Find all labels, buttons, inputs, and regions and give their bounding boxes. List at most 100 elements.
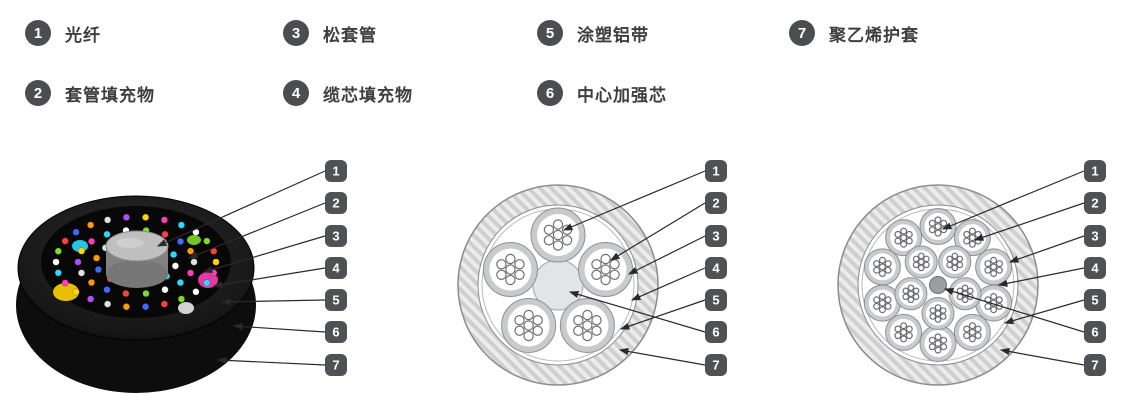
- optical-fiber: [968, 328, 976, 336]
- fiber-dot: [54, 247, 62, 255]
- central-strength-member: [929, 276, 947, 294]
- fiber-dot: [61, 237, 69, 245]
- optical-fiber: [900, 322, 908, 330]
- optical-fiber: [878, 263, 886, 271]
- fiber-dot: [74, 258, 82, 266]
- cross-section-5: [457, 184, 659, 386]
- fiber-dot: [87, 295, 95, 303]
- callout-line-7: [618, 347, 706, 366]
- optical-fiber: [928, 336, 936, 344]
- callout-line-7: [216, 356, 326, 366]
- callout-badge-4: [705, 257, 727, 279]
- optical-fiber: [907, 290, 915, 298]
- legend-item-5: 5 涂塑铝带: [537, 20, 789, 46]
- optical-fiber: [934, 222, 942, 230]
- optical-fiber: [907, 296, 915, 304]
- optical-fiber: [873, 266, 881, 274]
- optical-fiber: [561, 224, 573, 236]
- legend-item-3: 3 松套管: [283, 20, 537, 46]
- callout-line-2: [187, 202, 326, 259]
- callout-badge-7: [1084, 354, 1106, 376]
- callout-line-2: [609, 202, 706, 261]
- fiber-dot: [190, 258, 198, 266]
- callout-badge-3: [325, 225, 347, 247]
- legend-item-2: 2 套管填充物: [25, 80, 283, 106]
- optical-fiber: [523, 330, 534, 342]
- callout-line-6: [568, 290, 706, 333]
- optical-fiber: [873, 302, 881, 310]
- fiber-dot: [104, 216, 112, 224]
- callout-badge-6: [705, 321, 727, 343]
- callout-badge-7: [705, 354, 727, 376]
- callout-line-3: [1008, 235, 1085, 263]
- legend-number-badge-6: 6: [537, 80, 563, 106]
- fiber-dot: [103, 230, 111, 238]
- optical-fiber: [873, 296, 881, 304]
- optical-fiber: [974, 325, 982, 333]
- optical-fiber: [496, 259, 507, 270]
- optical-fiber: [505, 274, 516, 286]
- fiber-dot: [210, 269, 218, 277]
- callout-number-4: 4: [332, 261, 340, 276]
- optical-fiber: [523, 309, 534, 321]
- filler-rod-green: [187, 235, 201, 245]
- optical-fiber: [609, 269, 620, 281]
- fiber-dot: [122, 289, 130, 298]
- fiber-dot: [72, 228, 80, 236]
- legend: 1 光纤 2 套管填充物 3 松套管 4 缆芯填充物 5 涂塑铝带 6 中心加强…: [25, 20, 919, 106]
- diagram-row: 1 2 3 4 5 6 7: [0, 150, 1135, 405]
- optical-fiber: [963, 332, 971, 340]
- optical-fiber: [939, 307, 947, 314]
- optical-fiber: [609, 259, 620, 270]
- callout-badge-5: [705, 289, 727, 311]
- strength-member-bottom: [106, 260, 168, 288]
- optical-fiber: [600, 253, 611, 265]
- callout-number-4: 4: [712, 261, 720, 276]
- optical-fiber: [928, 343, 936, 351]
- optical-fiber: [923, 261, 930, 269]
- fiber-dot: [77, 247, 86, 255]
- optical-fiber: [912, 261, 920, 269]
- callout-number-4: 4: [1091, 261, 1099, 276]
- callout-badge-7: [325, 354, 347, 376]
- central-strength-member-photo: [105, 230, 169, 288]
- optical-fiber: [907, 284, 915, 292]
- optical-fiber: [912, 287, 920, 295]
- optical-fiber: [934, 346, 942, 354]
- optical-fiber: [532, 314, 543, 326]
- fiber-dot: [203, 279, 211, 287]
- optical-fiber: [956, 255, 964, 263]
- legend-label-6: 中心加强芯: [577, 85, 667, 105]
- fiber-dot: [103, 286, 111, 294]
- optical-fiber: [951, 252, 959, 260]
- optical-fiber: [934, 304, 942, 311]
- callout-number-2: 2: [712, 196, 719, 211]
- optical-fiber: [573, 325, 584, 336]
- callout-badge-5: [1084, 289, 1106, 311]
- callout-number-5: 5: [712, 293, 719, 308]
- callout-line-4: [630, 267, 706, 301]
- optical-fiber: [990, 293, 998, 301]
- fiber-dot: [104, 300, 112, 308]
- optical-fiber: [523, 320, 534, 331]
- optical-fiber: [951, 264, 959, 272]
- callout-badge-3: [705, 225, 727, 247]
- fiber-dot: [192, 288, 200, 296]
- callout-lines-photo: [156, 170, 326, 366]
- optical-fiber: [514, 325, 525, 336]
- optical-fiber: [990, 256, 998, 264]
- optical-fiber: [878, 299, 886, 307]
- optical-fiber: [902, 287, 910, 295]
- optical-fiber: [582, 330, 593, 342]
- fiber-dot: [171, 262, 179, 270]
- callout-badge-2: [325, 192, 347, 214]
- optical-fiber: [573, 314, 584, 326]
- optical-fiber: [946, 261, 953, 269]
- callout-badge-6: [1084, 321, 1106, 343]
- fiber-dot: [161, 230, 169, 238]
- optical-fiber: [591, 269, 602, 281]
- optical-fiber: [984, 260, 992, 268]
- optical-fiber: [905, 325, 913, 333]
- optical-fiber: [900, 234, 908, 242]
- optical-fiber: [990, 306, 998, 314]
